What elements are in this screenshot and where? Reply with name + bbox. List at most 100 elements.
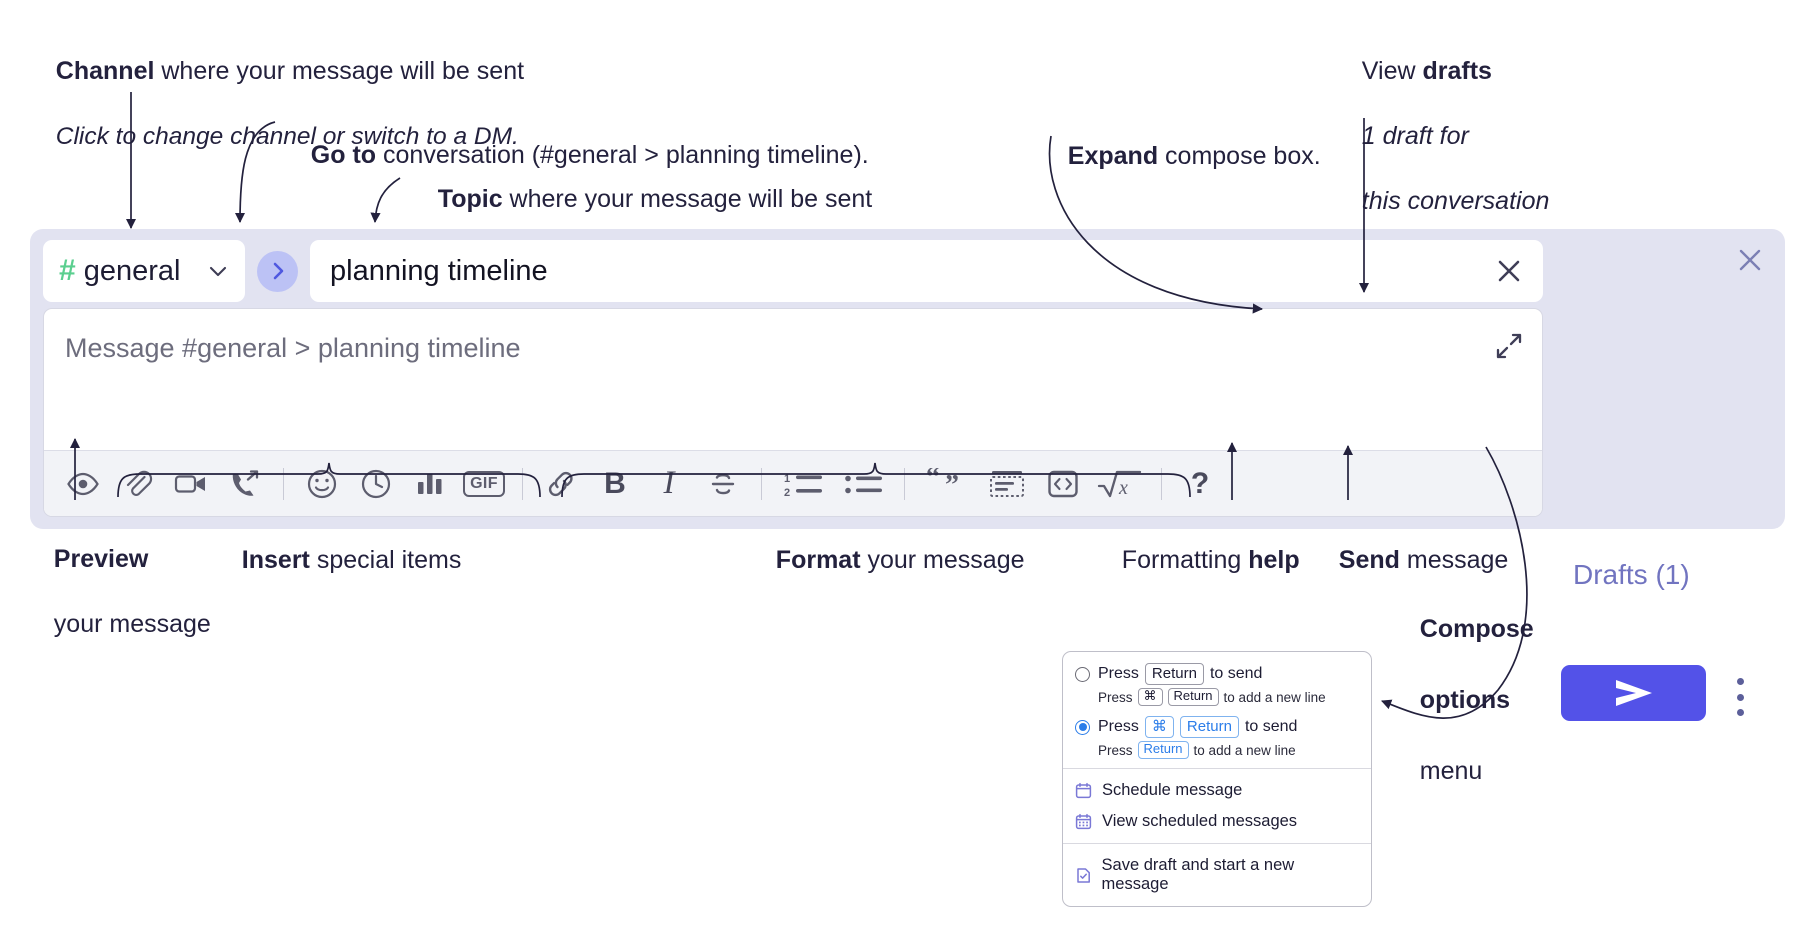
opt2-sub-pre: Press	[1098, 742, 1133, 758]
attachment-icon[interactable]	[110, 458, 164, 510]
radio-button-selected[interactable]	[1075, 719, 1090, 735]
code-block-icon[interactable]	[978, 458, 1036, 510]
menu-item-label: View scheduled messages	[1102, 812, 1298, 831]
send-behavior-group: Press Return to send Press ⌘ Return to a…	[1063, 652, 1371, 768]
annotation-drafts-plain: View	[1361, 56, 1423, 85]
opt1-main-post: to send	[1209, 665, 1263, 683]
toolbar-separator	[761, 467, 762, 500]
bold-icon[interactable]: B	[588, 458, 642, 510]
message-placeholder: Message #general > planning timeline	[65, 333, 521, 363]
key-command: ⌘	[1144, 716, 1174, 739]
compose-options-menu-button[interactable]	[1727, 678, 1753, 716]
help-label: ?	[1190, 466, 1210, 500]
more-vertical-icon-dot	[1736, 678, 1744, 685]
annotation-insert: Insert special items	[214, 511, 462, 609]
more-vertical-icon-dot	[1736, 693, 1744, 701]
italic-label: I	[663, 465, 675, 501]
schedule-group: Schedule message View scheduled messages	[1063, 769, 1371, 843]
strikethrough-icon[interactable]	[696, 458, 750, 510]
annotation-preview-bold: Preview	[53, 544, 149, 573]
annotation-goto-rest: conversation (#general > planning timeli…	[376, 140, 869, 169]
compose-panel: Drafts (1) # general	[30, 229, 1785, 721]
radio-option-sub: Press ⌘ Return to add a new line	[1063, 687, 1371, 707]
compose-options-menu[interactable]: Press Return to send Press ⌘ Return to a…	[1062, 651, 1372, 908]
radio-option-cmd-return[interactable]: Press ⌘ Return to send	[1063, 714, 1371, 740]
radio-button[interactable]	[1075, 666, 1090, 682]
go-to-conversation-button[interactable]	[257, 250, 298, 292]
calendar-icon	[1075, 782, 1093, 799]
annotation-channel-rest: where your message will be sent	[154, 56, 525, 85]
annotation-preview: Preview your message	[26, 510, 211, 673]
help-icon[interactable]: ?	[1173, 458, 1227, 510]
svg-text:x: x	[1118, 477, 1128, 499]
key-return: Return	[1137, 741, 1189, 760]
drafts-link[interactable]: Drafts (1)	[1573, 559, 1690, 590]
panel-close-button[interactable]	[1733, 243, 1767, 277]
inline-code-icon[interactable]	[1036, 458, 1090, 510]
expand-compose-button[interactable]	[1492, 329, 1526, 363]
annotation-compose-options-bold1: Compose	[1419, 614, 1534, 643]
svg-text:”: ”	[945, 470, 959, 500]
key-return: Return	[1179, 716, 1239, 739]
send-button[interactable]	[1561, 665, 1706, 721]
more-vertical-icon-dot	[1736, 709, 1744, 716]
math-icon[interactable]: x	[1090, 458, 1150, 510]
expand-icon	[1496, 333, 1522, 359]
toolbar-separator	[522, 467, 523, 500]
bar-chart-icon[interactable]	[403, 458, 457, 510]
conversation-crumb-row: # general planning timeline	[43, 240, 1543, 302]
video-camera-icon[interactable]	[164, 458, 218, 510]
radio-option-return[interactable]: Press Return to send	[1063, 661, 1371, 687]
annotation-drafts: View drafts 1 draft for this conversatio…	[1334, 22, 1550, 250]
menu-item-view-scheduled[interactable]: View scheduled messages	[1063, 806, 1371, 837]
annotation-send-bold: Send	[1338, 545, 1400, 574]
radio-option-sub: Press Return to add a new line	[1063, 740, 1371, 760]
topic-field[interactable]: planning timeline	[310, 240, 1543, 302]
annotation-send-rest: message	[1399, 545, 1509, 574]
svg-text:1: 1	[784, 473, 790, 485]
key-return: Return	[1167, 688, 1219, 707]
link-icon[interactable]	[534, 458, 588, 510]
toolbar-separator	[1161, 467, 1162, 500]
bold-label: B	[604, 466, 626, 500]
bulleted-list-icon[interactable]	[835, 458, 893, 510]
channel-name: general	[83, 254, 181, 287]
key-return: Return	[1144, 663, 1204, 686]
annotation-topic: Topic where your message will be sent	[410, 150, 872, 248]
menu-item-label: Schedule message	[1102, 781, 1243, 800]
annotation-help-bold: help	[1248, 545, 1300, 574]
svg-text:2: 2	[784, 487, 790, 499]
gif-label: GIF	[463, 470, 505, 497]
calendar-grid-icon	[1075, 813, 1093, 830]
annotation-expand-bold: Expand	[1067, 141, 1159, 170]
opt1-main-pre: Press	[1098, 665, 1139, 683]
opt1-sub-pre: Press	[1098, 689, 1133, 705]
menu-item-schedule-message[interactable]: Schedule message	[1063, 775, 1371, 806]
formatting-toolbar: GIF B I	[44, 450, 1542, 516]
message-input-box[interactable]: Message #general > planning timeline	[43, 308, 1543, 517]
ordered-list-icon[interactable]: 1 2	[773, 458, 835, 510]
radio-option-label: Press ⌘ Return to send	[1098, 716, 1297, 739]
menu-divider	[1063, 843, 1371, 845]
blockquote-icon[interactable]: “ ”	[916, 458, 978, 510]
menu-item-save-draft[interactable]: Save draft and start a new message	[1063, 850, 1371, 900]
annotation-insert-bold: Insert	[241, 545, 310, 574]
topic-value: planning timeline	[330, 254, 548, 287]
radio-option-label: Press Return to send	[1098, 663, 1263, 686]
gif-icon[interactable]: GIF	[457, 458, 511, 510]
annotation-help: Formatting help	[1094, 511, 1300, 609]
clock-icon[interactable]	[349, 458, 403, 510]
channel-select[interactable]: # general	[43, 240, 245, 302]
toolbar-separator	[904, 467, 905, 500]
annotation-expand: Expand compose box.	[1040, 107, 1321, 205]
annotation-drafts-italic2: this conversation	[1361, 186, 1550, 215]
preview-icon[interactable]	[56, 458, 110, 510]
hash-icon: #	[59, 254, 76, 287]
compose-inner: # general planning timeline	[43, 240, 1543, 517]
topic-clear-button[interactable]	[1493, 255, 1525, 287]
emoji-icon[interactable]	[295, 458, 349, 510]
italic-icon[interactable]: I	[642, 458, 696, 510]
phone-forward-icon[interactable]	[218, 458, 272, 510]
chevron-right-icon	[273, 262, 283, 280]
menu-item-label: Save draft and start a new message	[1101, 856, 1295, 894]
